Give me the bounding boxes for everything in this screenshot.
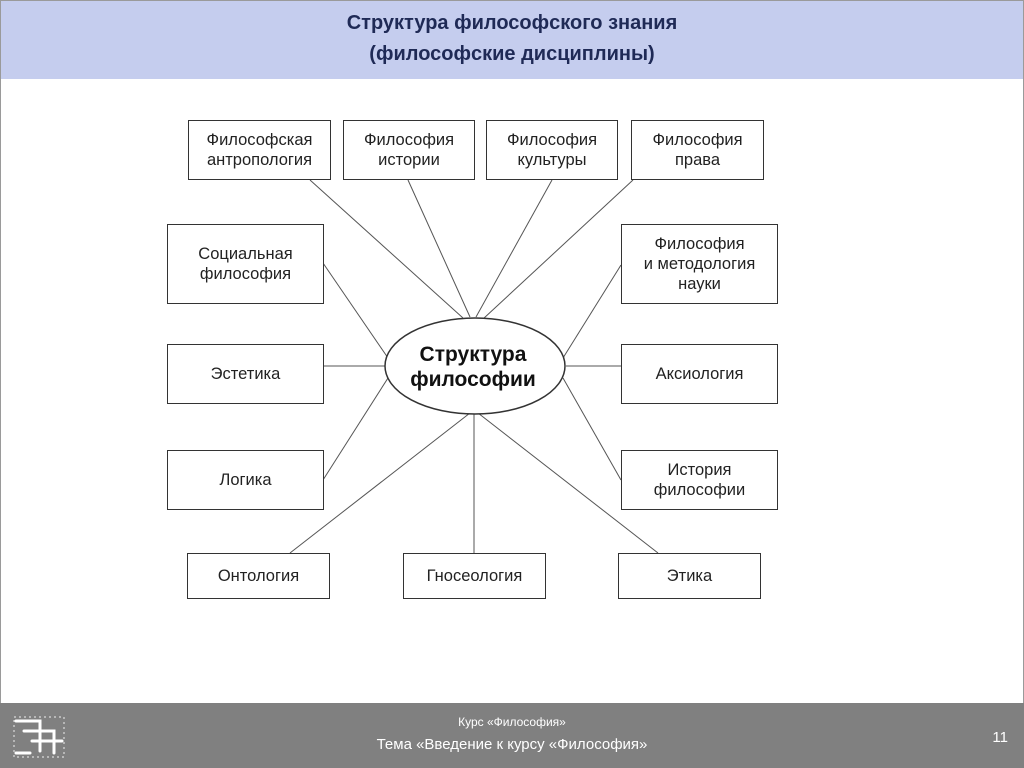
connector-law [482,179,634,320]
node-culture: Философия культуры [486,120,618,180]
footer-topic: Тема «Введение к курсу «Философия» [376,736,648,753]
slide-footer: Курс «Философия» Тема «Введение к курсу … [0,703,1024,768]
node-aesthetics: Эстетика [167,344,324,404]
slide-title: Структура философского знания [346,12,678,34]
connector-ethics [477,412,659,554]
node-gnoseology: Гносеология [403,553,546,599]
node-ethics: Этика [618,553,761,599]
slide-subtitle: (философские дисциплины) [369,43,655,65]
connector-history [407,179,471,318]
node-social: Социальная философия [167,224,324,304]
footer-course: Курс «Философия» [458,715,566,729]
node-law: Философия права [631,120,764,180]
center-node [384,317,566,415]
connector-history-of-philosophy [562,377,622,481]
connector-culture [475,179,553,318]
node-science: Философия и методология науки [621,224,778,304]
node-logic: Логика [167,450,324,510]
center-label: Структура философии [410,343,536,391]
node-history-of-philosophy: История философии [621,450,778,510]
node-anthropology: Философская антропология [188,120,331,180]
connector-logic [322,377,389,481]
connector-science [562,264,622,359]
node-ontology: Онтология [187,553,330,599]
connector-ontology [289,412,471,554]
slide-header: Структура философского знания (философск… [1,1,1023,79]
node-axiology: Аксиология [621,344,778,404]
institution-logo-icon [13,716,65,758]
connector-social [322,262,389,359]
page-number: 11 [992,729,1008,746]
connector-anthropology [309,179,464,319]
node-history: Философия истории [343,120,475,180]
